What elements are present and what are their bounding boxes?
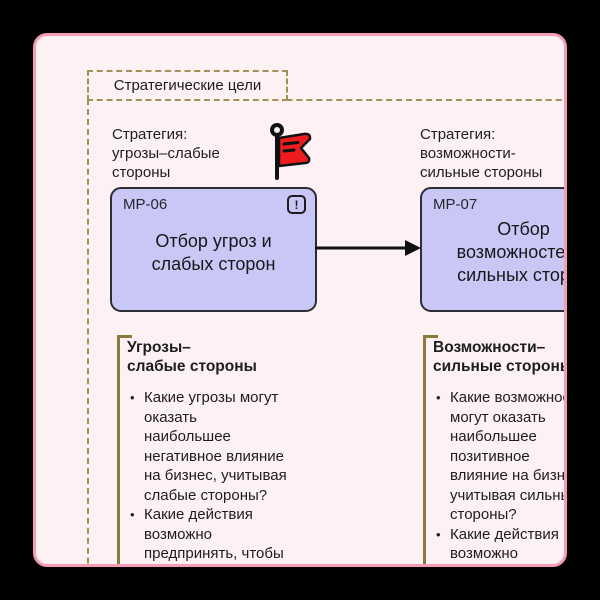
- section-heading-opportunities-strengths: Возможности– сильные стороны: [433, 339, 567, 375]
- bullet-list-opportunities: Какие возможности могут оказать наибольш…: [433, 388, 564, 565]
- task-node-mp07[interactable]: MP-07 Отбор возможностей и сильных сторо…: [420, 187, 567, 312]
- task-title-mp06: Отбор угроз и слабых сторон: [151, 230, 276, 274]
- bullet-item: Какие угрозы могут оказать наибольшее не…: [127, 388, 327, 505]
- strategy-label-opportunities-strengths: Стратегия: возможности- сильные стороны: [420, 126, 543, 181]
- bullet-item: Какие возможности могут оказать наибольш…: [433, 388, 564, 525]
- strategic-goals-region: [87, 99, 564, 564]
- section-threats-weaknesses: Угрозы– слабые стороны Какие угрозы могу…: [117, 335, 327, 564]
- strategy-label-threats-weaknesses: Стратегия: угрозы–слабые стороны: [112, 126, 220, 181]
- section-heading-threats-weaknesses: Угрозы– слабые стороны: [127, 339, 257, 375]
- alert-icon[interactable]: !: [287, 195, 306, 214]
- task-id-mp06: MP-06: [123, 196, 168, 213]
- red-flag-icon: [264, 122, 314, 185]
- task-title-mp07: Отбор возможностей и сильных сторон: [456, 219, 567, 285]
- bullet-item: Какие действия возможно предпринять, что…: [127, 505, 327, 564]
- section-opportunities-strengths: Возможности– сильные стороны Какие возмо…: [423, 335, 567, 565]
- strategic-goals-label: Стратегические цели: [113, 77, 262, 94]
- task-id-mp07: MP-07: [433, 196, 478, 213]
- task-node-mp06[interactable]: MP-06 ! Отбор угроз и слабых сторон: [110, 187, 317, 312]
- strategic-goals-label-box[interactable]: Стратегические цели: [87, 70, 288, 101]
- diagram-page: Стратегические цели Стратегия: угрозы–сл…: [33, 33, 567, 567]
- bullet-item: Какие действия возможно предпринять, что…: [433, 525, 564, 565]
- arrow-mp06-to-mp07: [315, 238, 422, 263]
- bullet-list-threats: Какие угрозы могут оказать наибольшее не…: [127, 388, 327, 564]
